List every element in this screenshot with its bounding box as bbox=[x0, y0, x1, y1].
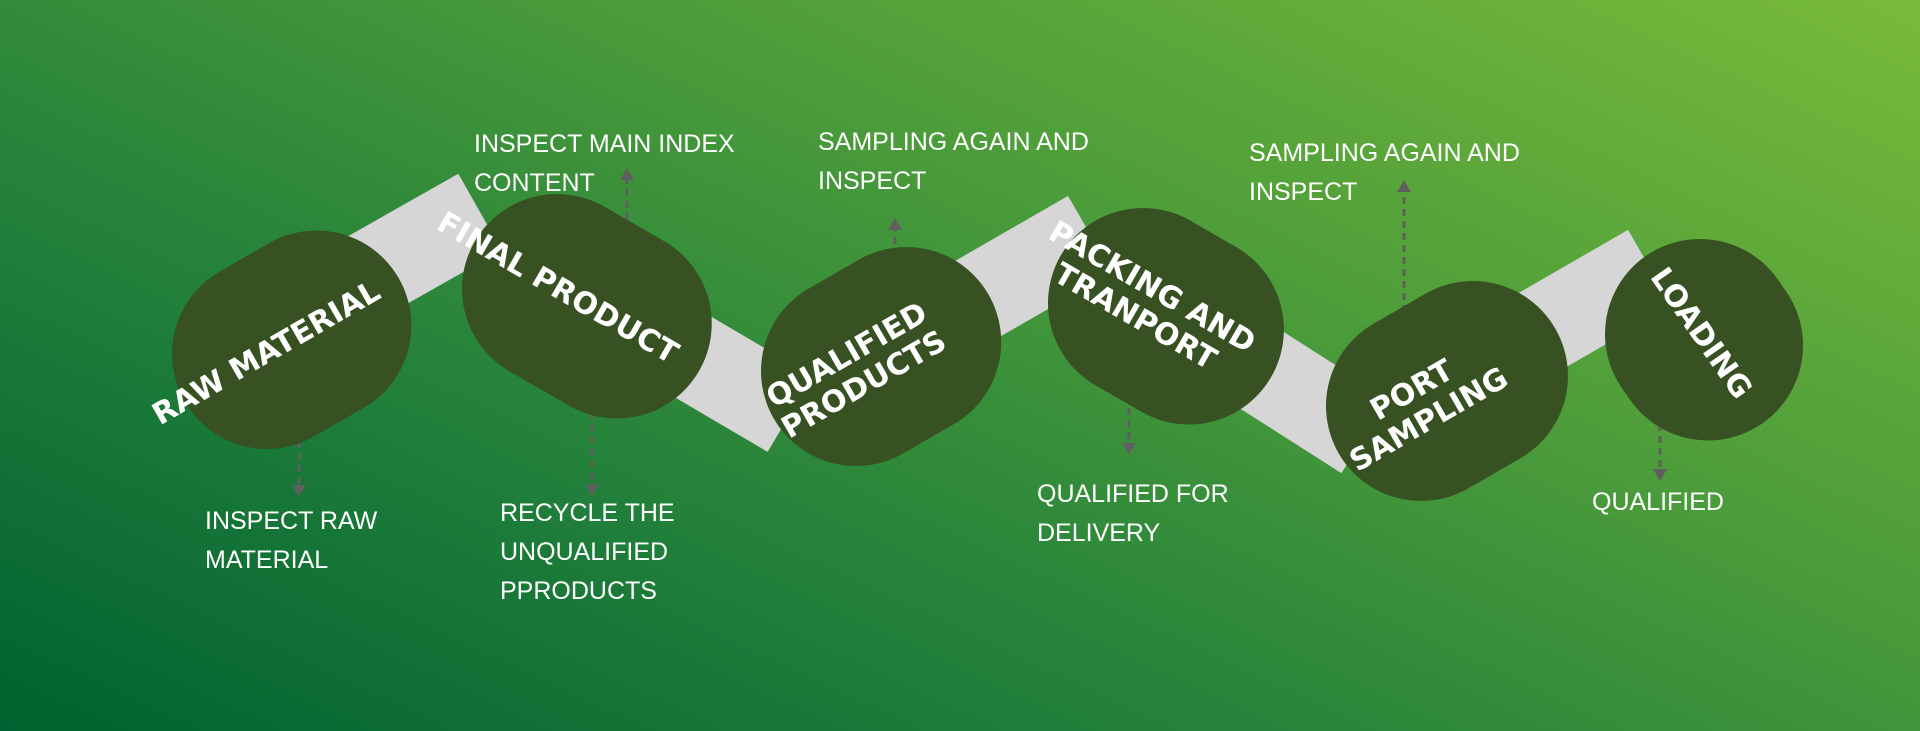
note-qualified-for-delivery: QUALIFIED FOR DELIVERY bbox=[1037, 480, 1229, 547]
dashed-arrow-4 bbox=[888, 218, 902, 292]
note-qualified: QUALIFIED bbox=[1592, 488, 1724, 516]
note-recycle-unqualified-products: RECYCLE THE UNQUALIFIED PPRODUCTS bbox=[500, 499, 675, 605]
note-sampling-again-inspect-2: SAMPLING AGAIN AND INSPECT bbox=[1249, 139, 1520, 206]
note-inspect-raw-material: INSPECT RAW MATERIAL bbox=[205, 507, 378, 574]
stage-pill-1: RAW MATERIAL bbox=[147, 230, 412, 449]
note-sampling-again-inspect-1: SAMPLING AGAIN AND INSPECT bbox=[818, 128, 1089, 195]
note-inspect-main-index-content: INSPECT MAIN INDEX CONTENT bbox=[474, 130, 735, 197]
stage-pill-2: FINAL PRODUCT bbox=[431, 194, 712, 419]
stage-pill-6: LOADING bbox=[1605, 239, 1804, 441]
